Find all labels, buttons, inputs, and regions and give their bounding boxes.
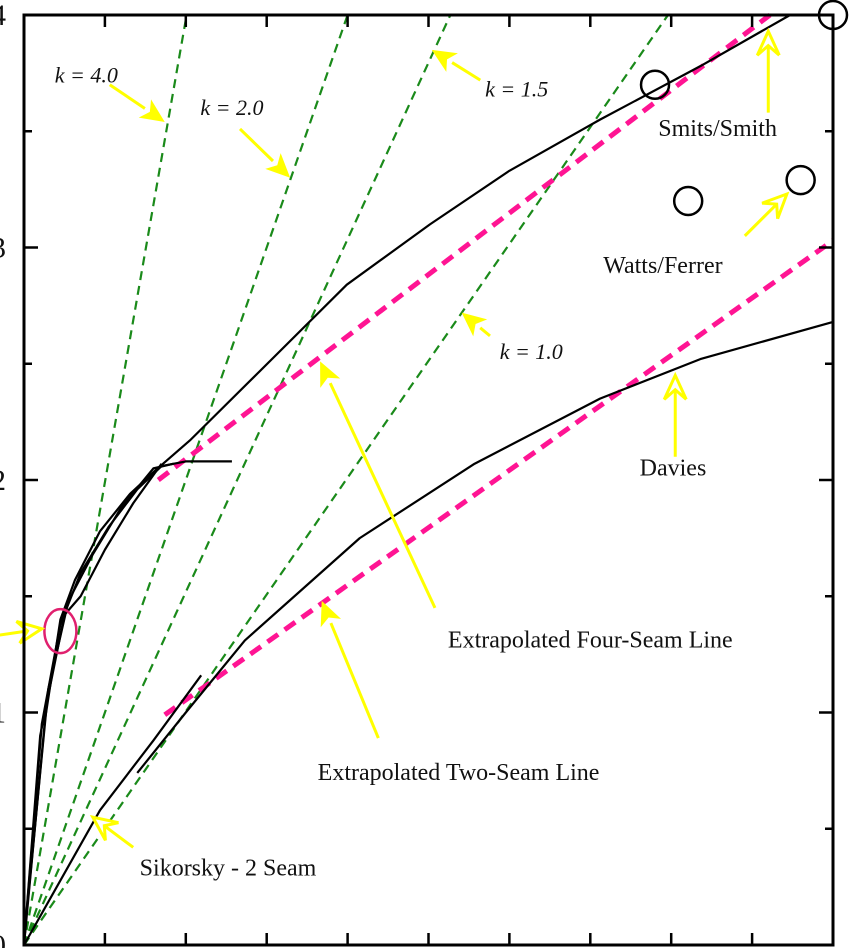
annotations: k = 4.0 k = 2.0 k = 1.5 k = 1.0 Smits/SmithW… [0, 27, 790, 881]
arrow-shaft [479, 326, 491, 338]
k-line [22, 14, 188, 946]
data-markers [43, 0, 849, 655]
annotation-arrow [431, 49, 482, 82]
annotation-arrow [743, 191, 790, 237]
k-line [23, 14, 669, 946]
annotation-label: k = 1.0 [500, 339, 563, 364]
k-line [23, 14, 452, 946]
data-curve [26, 462, 174, 899]
annotation-label: Smits/Smith [658, 116, 777, 142]
annotation-arrow [89, 814, 135, 849]
annotation-arrow [461, 312, 491, 338]
arrow-shaft [108, 83, 146, 110]
extrapolated-line [156, 13, 772, 482]
k-lines [22, 14, 669, 946]
arrow-head [138, 99, 165, 122]
k-line [22, 14, 349, 946]
y-tick-label: 4 [0, 0, 6, 32]
highlight-ellipse [43, 607, 78, 655]
annotation-label: Watts/Ferrer [603, 253, 722, 279]
arrow-head [89, 814, 119, 842]
data-curve [136, 320, 834, 774]
arrow-shaft [329, 622, 380, 739]
arrow-head [662, 371, 688, 401]
data-curves [22, 14, 834, 946]
data-curve [22, 14, 791, 946]
arrow-head [461, 312, 488, 337]
arrow-head [431, 49, 458, 72]
arrow-shaft [743, 198, 783, 237]
annotation-arrow [0, 620, 46, 645]
annotation-arrow [320, 361, 437, 609]
marker-circle [785, 164, 816, 196]
arrow-head [320, 600, 342, 628]
arrow-shaft [238, 127, 275, 163]
annotation-label: k = 1.5 [485, 76, 548, 101]
annotation-label: Extrapolated Four-Seam Line [448, 627, 733, 653]
arrow-shaft [451, 61, 482, 82]
arrow-shaft [328, 382, 437, 609]
annotation-label: k = 4.0 [55, 62, 118, 87]
extrapolated-line [163, 238, 835, 717]
data-curve [22, 463, 163, 946]
annotation-arrow [238, 127, 291, 178]
y-tick-label: 1 [0, 697, 6, 730]
annotation-label: Davies [640, 455, 707, 481]
annotation-arrow [108, 83, 165, 122]
arrow-head [320, 361, 341, 388]
annotation-arrow [662, 371, 688, 457]
arrow-head [761, 191, 790, 220]
arrow-head [265, 153, 291, 178]
y-tick-label: 0 [0, 929, 6, 948]
annotation-label: Extrapolated Two-Seam Line [318, 760, 600, 786]
arrow-head [755, 27, 781, 57]
annotation-label: k = 2.0 [200, 95, 263, 120]
data-curve [23, 674, 203, 946]
y-tick-label: 3 [0, 232, 6, 265]
annotation-arrow [320, 600, 380, 739]
annotation-arrow [755, 27, 781, 113]
marker-circle [639, 69, 671, 100]
marker-circle [672, 185, 704, 217]
annotation-label: Sikorsky - 2 Seam [140, 855, 317, 881]
y-tick-label: 2 [0, 464, 6, 497]
